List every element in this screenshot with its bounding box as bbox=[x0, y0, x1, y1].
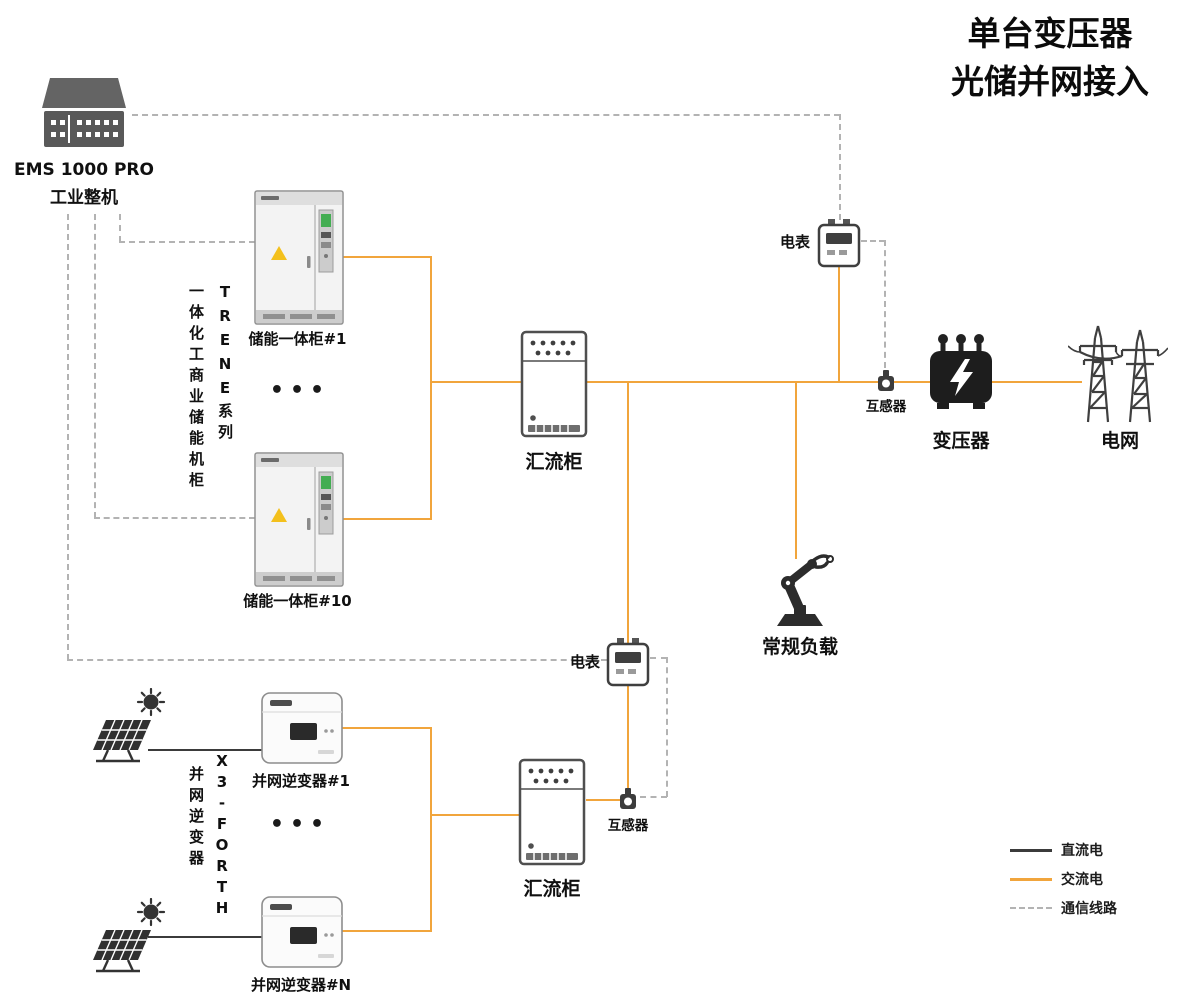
combiner-top-label: 汇流柜 bbox=[525, 451, 583, 473]
pv-series-vertical-label: X3-FORTH bbox=[213, 752, 231, 920]
grid-label: 电网 bbox=[1100, 430, 1139, 452]
storage-cabinet1-label: 储能一体柜#1 bbox=[248, 330, 347, 348]
ac-trunk-pv bbox=[430, 727, 432, 931]
storage-cabinet-icon bbox=[254, 190, 344, 325]
pv-type-vertical-label: 并网逆变器 bbox=[187, 766, 205, 871]
ac-line-cabinet1 bbox=[342, 256, 432, 258]
dc-line-panel2-inverterN bbox=[148, 936, 262, 938]
storage-type-vertical-label: 一体化工商业储能机柜 bbox=[187, 283, 205, 493]
solar-panel-icon bbox=[88, 687, 168, 768]
current-transformer-icon bbox=[617, 786, 639, 812]
comm-line-meter-ct-h bbox=[861, 240, 885, 242]
legend-label-comm: 通信线路 bbox=[1061, 901, 1117, 917]
inverter1-label: 并网逆变器#1 bbox=[251, 772, 350, 790]
comm-line-ems-v2 bbox=[94, 214, 96, 518]
pv-inverter-icon bbox=[260, 688, 344, 768]
power-grid-icon bbox=[1067, 316, 1169, 428]
legend: 直流电 交流电 通信线路 bbox=[1010, 840, 1117, 927]
ac-riser-bottom bbox=[627, 383, 629, 793]
comm-line-meter2-ct2-v bbox=[666, 657, 668, 797]
legend-item-ac: 交流电 bbox=[1010, 869, 1117, 889]
dc-line-panel1-inverter1 bbox=[148, 749, 262, 751]
transformer-icon bbox=[925, 330, 997, 412]
ct-bottom-label: 互感器 bbox=[607, 818, 649, 834]
comm-line-to-cabinet10 bbox=[94, 517, 255, 519]
ac-line-to-load bbox=[795, 383, 797, 559]
ac-line-meter-top-stub bbox=[838, 266, 840, 382]
meter-top-label: 电表 bbox=[779, 233, 810, 251]
ac-line-inverter1 bbox=[342, 727, 432, 729]
comm-line-ems-top bbox=[132, 114, 840, 116]
comm-line-meter2-ct2-jog bbox=[640, 796, 667, 798]
ac-line-inverterN bbox=[342, 930, 432, 932]
combiner-cabinet-icon bbox=[518, 758, 586, 866]
ac-line-combiner-bottom-ct bbox=[586, 799, 629, 801]
storage-cabinet10-label: 储能一体柜#10 bbox=[243, 592, 352, 610]
combiner-cabinet-icon bbox=[520, 330, 588, 438]
ac-line-cabinet10 bbox=[342, 518, 432, 520]
energy-meter-icon bbox=[606, 637, 650, 687]
diagram-title-line1: 单台变压器 bbox=[967, 14, 1133, 53]
diagram-title-line2: 光储并网接入 bbox=[951, 61, 1149, 101]
pv-ellipsis: ••• bbox=[269, 812, 331, 837]
ems-label: EMS 1000 PRO bbox=[14, 160, 154, 180]
current-transformer-icon bbox=[875, 368, 897, 394]
comm-line-ems-v1 bbox=[119, 214, 121, 242]
storage-ellipsis: ••• bbox=[269, 378, 331, 403]
combiner-bottom-label: 汇流柜 bbox=[523, 878, 581, 900]
ct-top-label: 互感器 bbox=[865, 399, 907, 415]
load-label: 常规负载 bbox=[761, 636, 838, 658]
comm-line-to-cabinet1 bbox=[119, 241, 255, 243]
ac-trunk-storage bbox=[430, 256, 432, 519]
robot-arm-load-icon bbox=[762, 550, 838, 630]
ac-line-sample bbox=[1010, 877, 1052, 881]
comm-line-meter-ct-v bbox=[884, 240, 886, 368]
dc-line-sample bbox=[1010, 848, 1052, 852]
comm-line-ems-v3 bbox=[67, 214, 69, 660]
meter-bottom-label: 电表 bbox=[569, 653, 600, 671]
ems-sublabel: 工业整机 bbox=[50, 188, 118, 208]
ac-line-to-combiner-bottom bbox=[430, 814, 520, 816]
solar-panel-icon bbox=[88, 897, 168, 978]
comm-line-to-meter-top bbox=[839, 114, 841, 220]
diagram-title: 单台变压器 光储并网接入 bbox=[905, 10, 1195, 106]
comm-line-to-meter-bottom bbox=[67, 659, 607, 661]
energy-meter-icon bbox=[817, 218, 861, 268]
ac-main-bus bbox=[586, 381, 932, 383]
ems-server-icon bbox=[36, 68, 132, 158]
pv-inverter-icon bbox=[260, 892, 344, 972]
comm-line-sample bbox=[1010, 907, 1052, 909]
inverterN-label: 并网逆变器#N bbox=[250, 976, 352, 994]
legend-label-dc: 直流电 bbox=[1061, 843, 1103, 859]
storage-series-vertical-label: TRENE系列 bbox=[216, 283, 234, 445]
legend-item-dc: 直流电 bbox=[1010, 840, 1117, 860]
comm-line-meter2-ct2-h bbox=[650, 657, 667, 659]
ac-line-to-combiner-top bbox=[430, 381, 522, 383]
legend-label-ac: 交流电 bbox=[1061, 872, 1103, 888]
legend-item-comm: 通信线路 bbox=[1010, 898, 1117, 918]
ac-line-transformer-grid bbox=[990, 381, 1082, 383]
transformer-label: 变压器 bbox=[932, 430, 990, 452]
storage-cabinet-icon bbox=[254, 452, 344, 587]
